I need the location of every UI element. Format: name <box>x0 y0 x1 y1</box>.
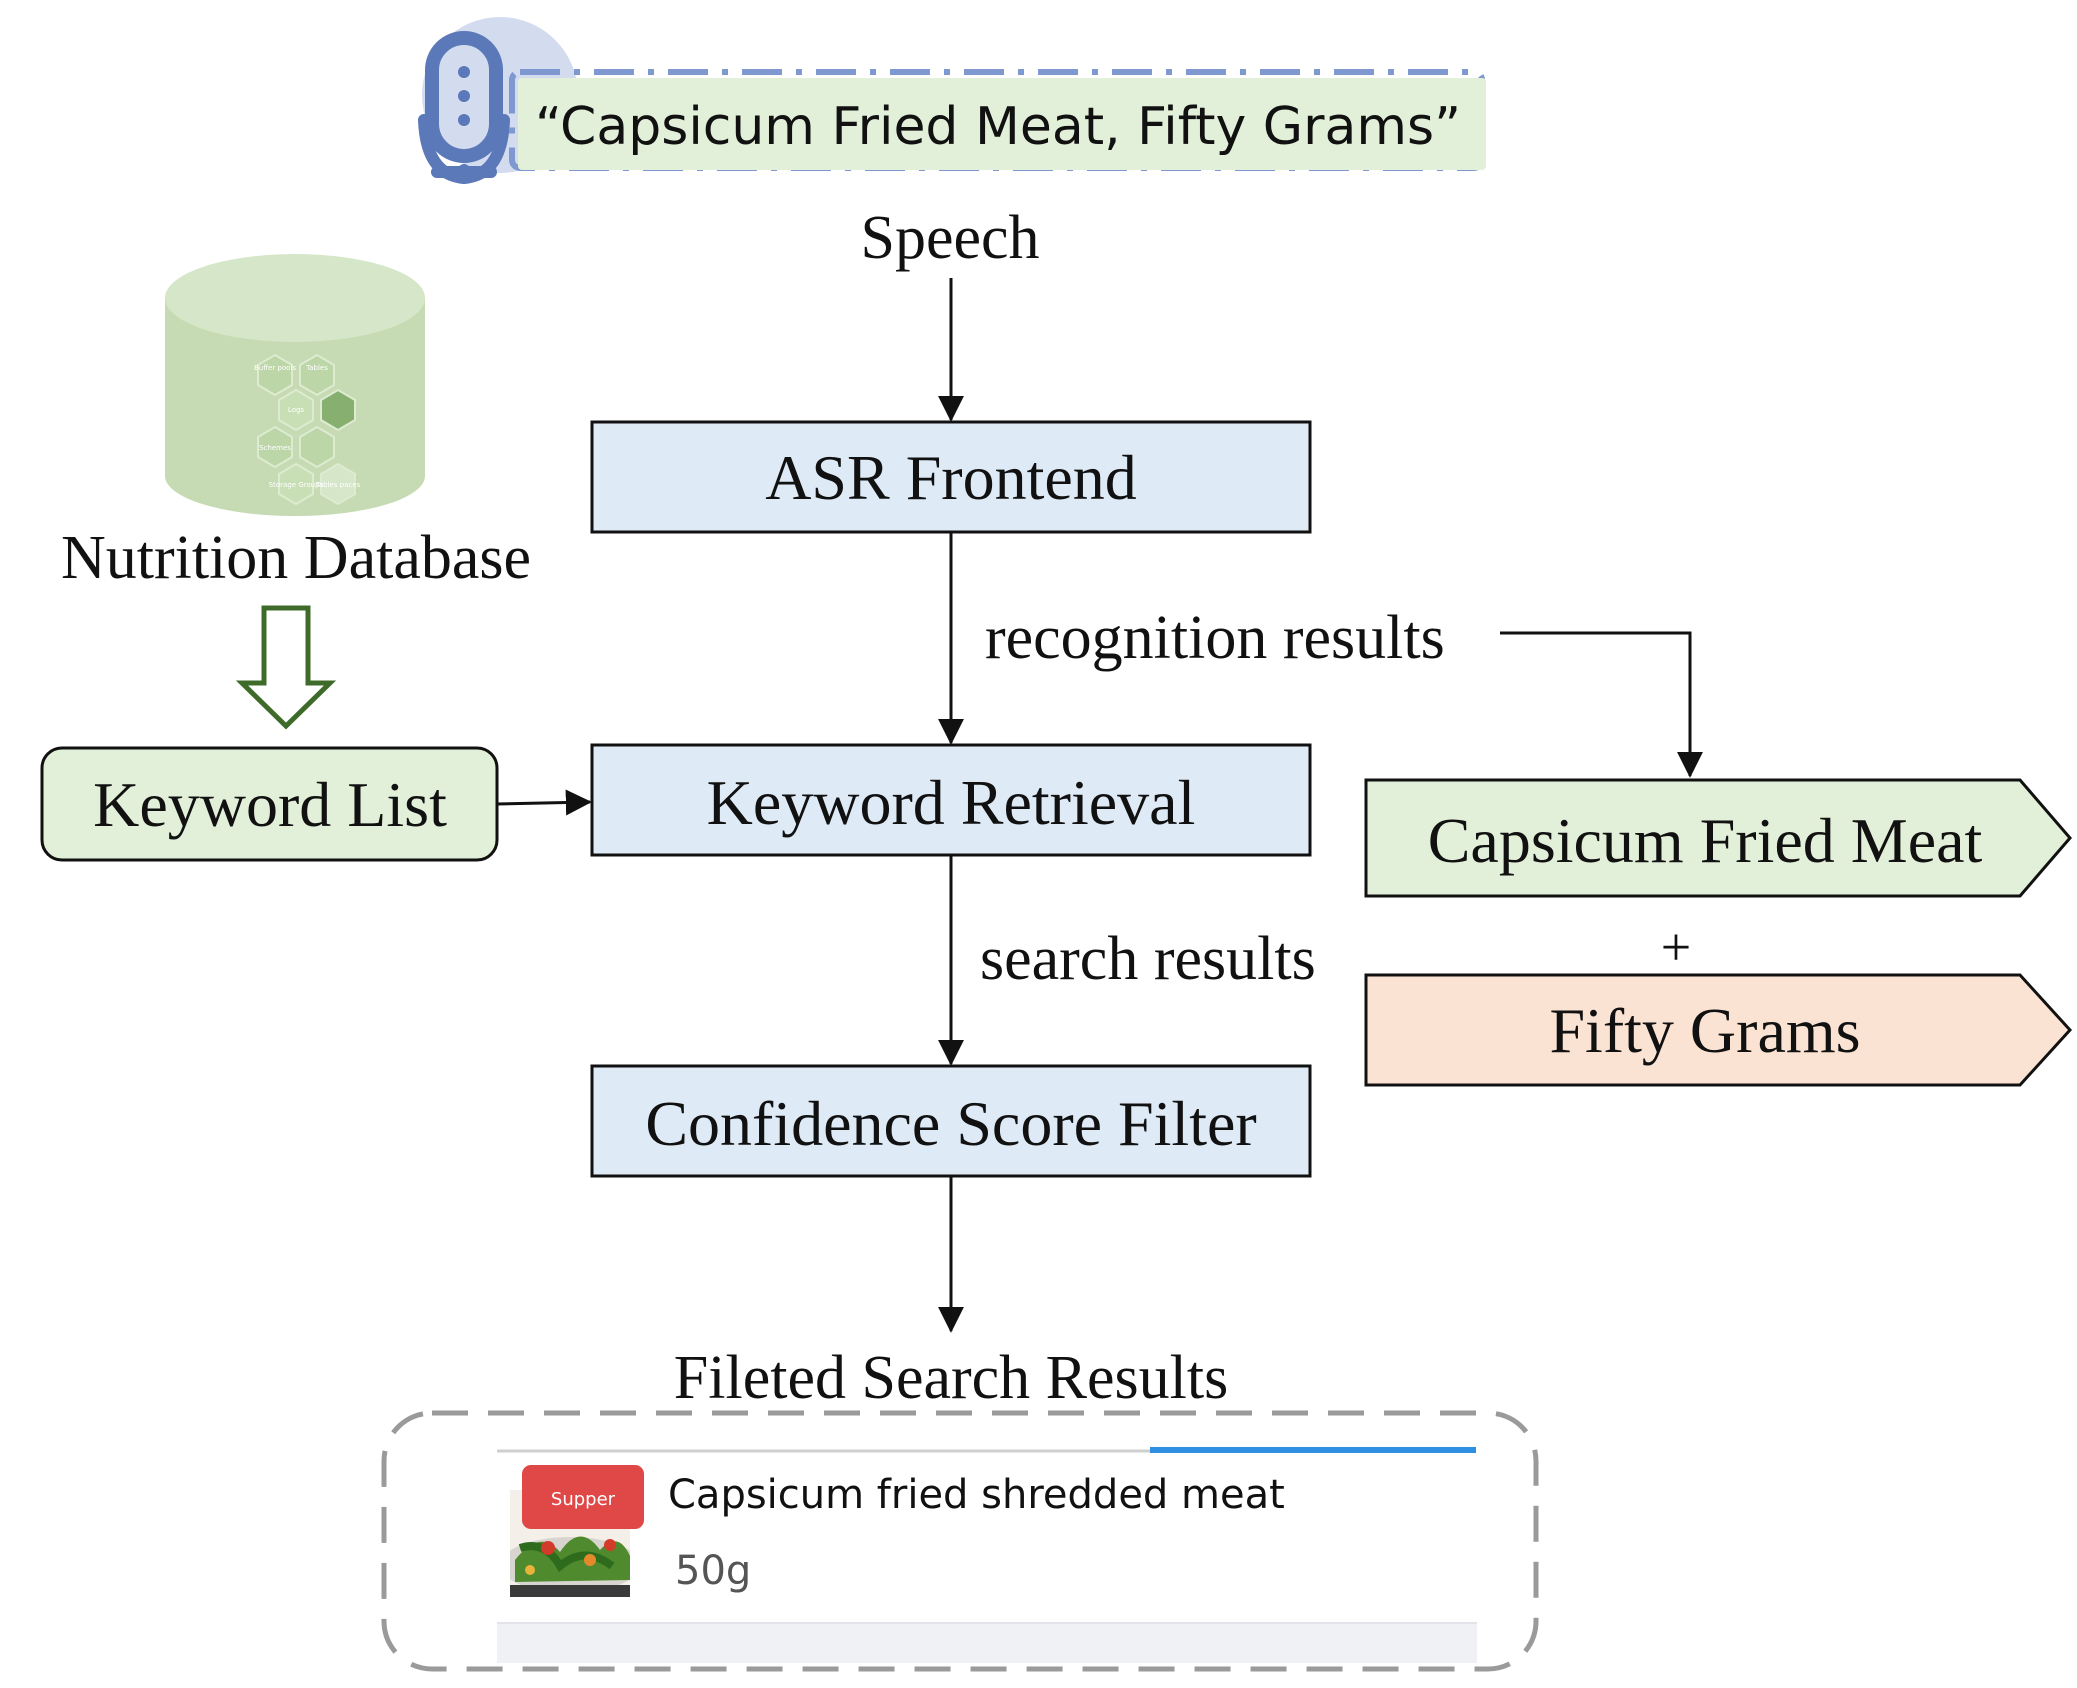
database-hex-cells <box>257 353 356 506</box>
food-tag <box>1364 778 2072 898</box>
speech-label: Speech <box>860 204 1039 272</box>
speech-bubble <box>518 78 1486 170</box>
recognition-results-label: recognition results <box>985 604 1445 672</box>
speech-input: “Capsicum Fried Meat, Fifty Grams” Speec… <box>418 17 1486 272</box>
food-item-name: Capsicum fried shredded meat <box>668 1472 1285 1518</box>
keyword-list-label: Keyword List <box>93 769 447 840</box>
food-item-weight: 50g <box>675 1548 751 1594</box>
db-cell-4: Schemes <box>259 444 291 452</box>
keyword-retrieval-label: Keyword Retrieval <box>707 767 1196 838</box>
db-cell-1: Buffer pools <box>254 364 296 372</box>
speech-quote: “Capsicum Fried Meat, Fifty Grams” <box>535 97 1461 157</box>
microphone-icon <box>418 31 510 185</box>
hollow-down-arrow-icon <box>235 605 337 730</box>
meal-badge <box>522 1465 644 1529</box>
db-cell-6: Tables paces <box>315 481 361 489</box>
result-card[interactable]: Supper Capsicum fried shredded meat 50g <box>497 1447 1477 1663</box>
db-cell-3: Logs <box>288 406 305 414</box>
results-dashed-frame <box>381 1410 1539 1672</box>
confidence-filter-label: Confidence Score Filter <box>645 1088 1256 1159</box>
arrow-keywordlist-to-retrieval <box>496 789 592 816</box>
asr-frontend-label: ASR Frontend <box>765 442 1137 513</box>
asr-frontend-box <box>590 420 1312 534</box>
arrow-recognition-to-tags <box>1500 631 1703 778</box>
meal-badge-label: Supper <box>551 1489 616 1510</box>
filtered-results-title: Fileted Search Results <box>674 1344 1228 1412</box>
database-label: Nutrition Database <box>61 524 531 592</box>
database-cylinder: Buffer pools Tables Logs Schemes Storage… <box>165 254 425 516</box>
connectors <box>496 278 1703 1333</box>
food-tag-label: Capsicum Fried Meat <box>1428 805 1983 876</box>
amount-tag-label: Fifty Grams <box>1549 995 1860 1066</box>
confidence-filter-box <box>590 1064 1312 1178</box>
keyword-retrieval-box <box>590 743 1312 857</box>
plus-sign: + <box>1661 917 1691 977</box>
db-cell-2: Tables <box>305 364 328 372</box>
db-cell-5: Storage Groups <box>269 481 324 489</box>
search-results-label: search results <box>980 925 1316 993</box>
card-footer-strip <box>497 1623 1477 1663</box>
amount-tag <box>1364 973 2073 1087</box>
